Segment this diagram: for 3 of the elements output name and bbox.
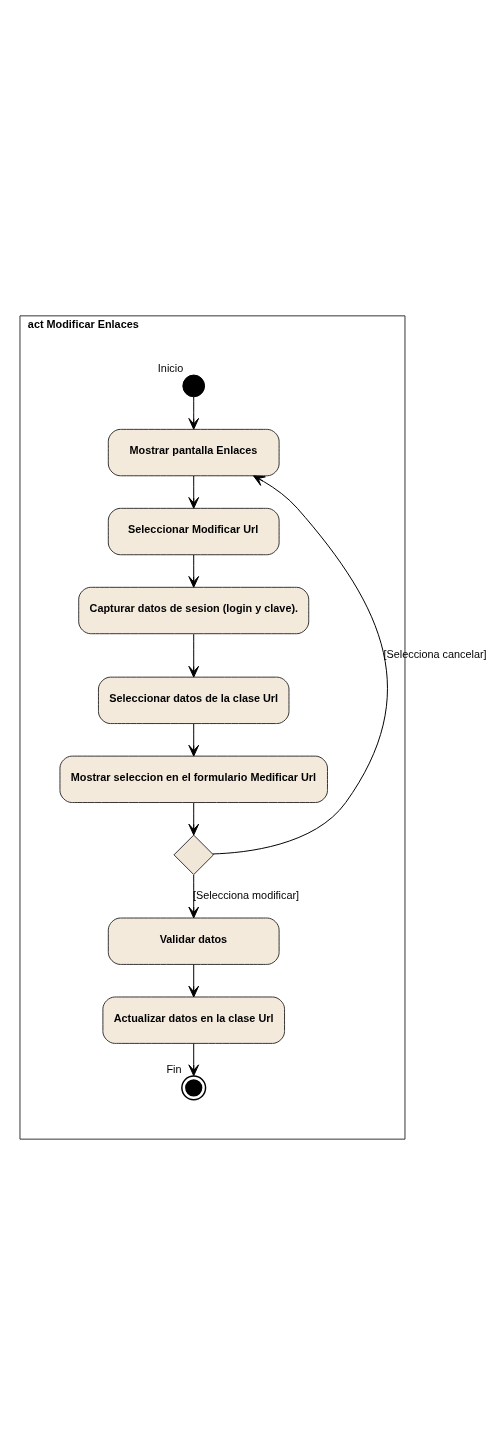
node-label: Fin xyxy=(166,1062,182,1075)
node-label: Inicio xyxy=(157,361,184,374)
edge-label: [Selecciona cancelar] xyxy=(383,647,487,660)
